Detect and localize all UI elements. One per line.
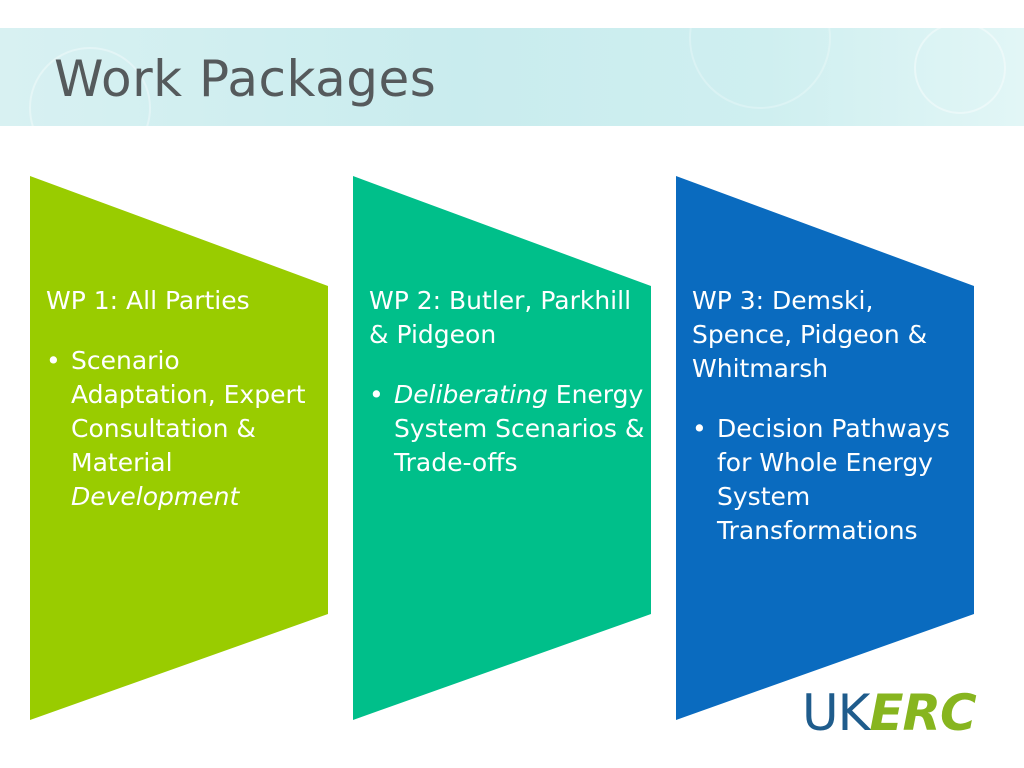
banner-decoration	[29, 28, 1006, 126]
bullet-icon: •	[369, 380, 384, 409]
bullet-text: Scenario Adaptation, Expert Consultation…	[71, 346, 306, 477]
work-package-3-bullet: • Decision Pathways for Whole Energy Syst…	[692, 412, 970, 548]
bullet-icon: •	[46, 346, 61, 375]
work-package-2-bullet: • Deliberating Energy System Scenarios & …	[369, 378, 647, 480]
work-package-2-panel: WP 2: Butler, Parkhill & Pidgeon • Delibe…	[353, 176, 651, 720]
logo-uk-text: UK	[802, 684, 870, 742]
work-package-2-heading: WP 2: Butler, Parkhill & Pidgeon	[369, 286, 632, 349]
work-package-1-bullet: • Scenario Adaptation, Expert Consultati…	[46, 344, 324, 514]
bullet-text: Decision Pathways for Whole Energy Syste…	[717, 414, 950, 545]
title-banner	[0, 28, 1024, 126]
page-title: Work Packages	[54, 50, 437, 108]
work-package-3-panel: WP 3: Demski, Spence, Pidgeon & Whitmars…	[676, 176, 974, 720]
work-package-1-heading: WP 1: All Parties	[46, 286, 250, 315]
logo-erc-text: ERC	[869, 684, 976, 742]
bullet-text-suffix: Energy System Scenarios & Trade-offs	[394, 380, 645, 477]
work-package-1-panel: WP 1: All Parties • Scenario Adaptation,…	[30, 176, 328, 720]
bullet-icon: •	[692, 414, 707, 443]
bullet-italic-text: Development	[71, 482, 240, 511]
ukerc-logo: UKERC	[802, 684, 977, 742]
bullet-italic-text: Deliberating	[394, 380, 548, 409]
work-package-3-heading: WP 3: Demski, Spence, Pidgeon & Whitmars…	[692, 286, 928, 383]
